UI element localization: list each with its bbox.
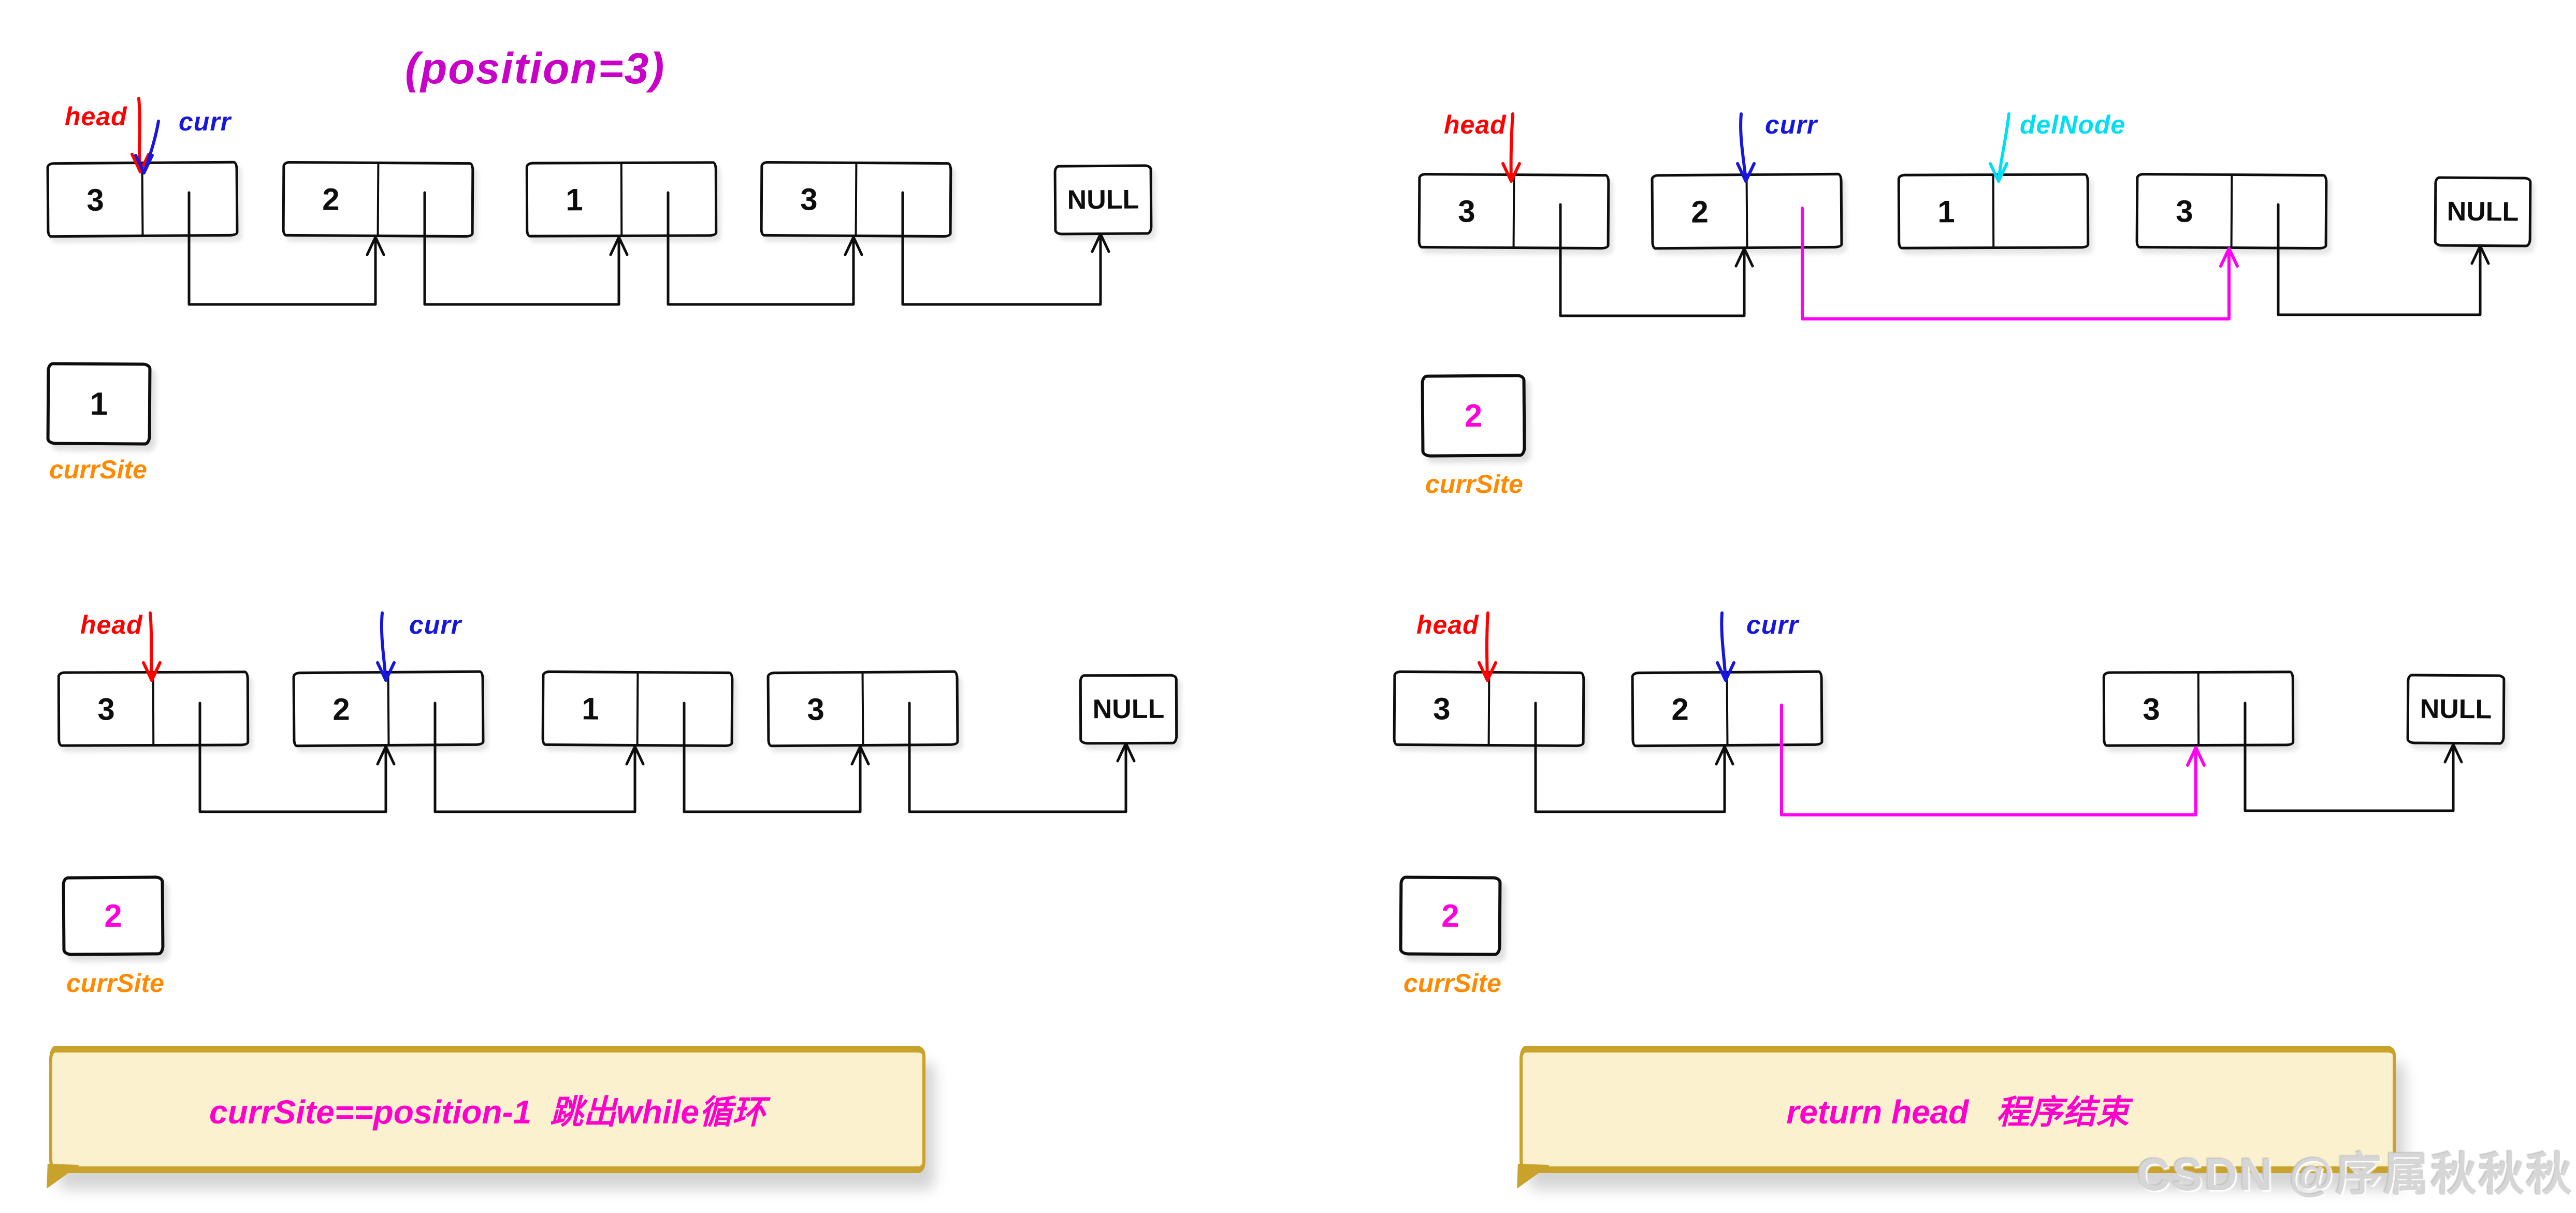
currsite-value: 2 [1441,898,1459,934]
curr-pointer-arrow [1720,611,1727,682]
list-node: 3 [57,670,250,747]
currsite-box: 2 [1421,374,1526,458]
next-arrow-head [1116,742,1136,763]
node-pointer-cell [1515,176,1608,247]
node-pointer-cell [1748,176,1841,246]
node-value: 3 [762,163,858,235]
node-pointer-cell [857,164,950,235]
node-value: 3 [2138,175,2233,247]
node-value: 2 [295,673,390,745]
next-arrow-head [1715,745,1734,766]
list-node: 2 [1651,172,1843,250]
caption-text: return head 程序结束 [1786,1093,2129,1131]
next-arrow-head [850,745,870,766]
next-arrow-head [844,236,863,256]
delnode-pointer-arrow [1997,112,2010,183]
head-pointer-arrow [1509,112,1514,183]
currsite-box: 2 [62,875,165,956]
node-pointer-cell [1994,176,2087,246]
list-node: 3 [1393,670,1585,748]
head-pointer-arrow [149,611,153,682]
curr-pointer-label: curr [179,107,231,136]
next-arrow-head [2470,244,2490,265]
next-arrow-head [609,236,629,256]
relink-arrow-head [2186,746,2206,767]
curr-pointer-label: curr [409,610,462,639]
null-terminator-box: NULL [2406,674,2506,745]
list-node: 3 [766,670,959,748]
list-node: 1 [525,161,718,238]
currsite-value: 1 [90,386,108,422]
node-pointer-cell [639,674,731,744]
node-value: 3 [1420,175,1515,247]
node-value: 2 [1653,176,1748,247]
currsite-box: 2 [1399,875,1502,956]
node-pointer-cell [143,164,236,235]
null-terminator-box: NULL [1053,164,1153,236]
delnode-pointer-label: delNode [2020,110,2126,139]
next-arrow-head [376,745,396,766]
currsite-value: 2 [1464,398,1483,434]
relink-arrow-head [2219,247,2239,268]
node-value: 3 [2105,673,2200,744]
caption-note-left: currSite==position-1 跳出while循环 [49,1046,925,1173]
caption-note-right: return head 程序结束 [1519,1046,2396,1173]
head-pointer-label: head [65,102,127,131]
currsite-label: currSite [1403,969,1501,998]
next-arrow-head [1734,247,1754,268]
currsite-label: currSite [49,455,147,484]
node-value: 3 [49,164,144,236]
list-node: 2 [292,670,485,748]
list-node: 2 [1631,670,1824,748]
node-pointer-cell [1728,673,1821,744]
list-node: 1 [1897,173,2090,250]
currsite-label: currSite [66,969,164,998]
node-pointer-cell [379,164,472,235]
node-value: 3 [1395,673,1490,744]
head-pointer-label: head [1416,610,1479,639]
csdn-watermark: CSDN @序属秋秋秋 [2137,1149,2574,1200]
head-pointer-label: head [1444,110,1507,139]
head-pointer-label: head [80,610,143,639]
curr-pointer-label: curr [1746,610,1799,639]
null-terminator-box: NULL [1079,674,1178,745]
node-pointer-cell [2199,673,2292,744]
node-pointer-cell [1490,674,1583,744]
node-pointer-cell [864,673,957,744]
page-title: (position=3) [405,44,665,93]
next-arrow-head [625,745,645,766]
list-node: 3 [760,160,952,238]
node-value: 3 [60,673,155,744]
node-pointer-cell [2233,176,2325,247]
currsite-box: 1 [46,362,152,446]
curr-pointer-arrow [1739,112,1747,183]
list-node: 3 [1417,172,1610,250]
next-arrow-head [1091,232,1110,253]
node-value: 2 [1633,673,1729,745]
list-node: 3 [46,160,239,238]
list-node: 3 [2135,172,2328,250]
node-pointer-cell [389,673,482,744]
node-value: 1 [1900,176,1995,247]
node-value: 2 [284,163,380,235]
list-node: 3 [2102,670,2295,747]
next-arrow-head [2443,743,2463,764]
null-terminator-box: NULL [2434,176,2532,247]
list-node: 1 [541,670,734,748]
list-node: 2 [282,160,474,238]
currsite-value: 2 [104,898,122,934]
head-pointer-arrow [1485,611,1489,682]
head-pointer-arrow [137,97,142,173]
node-value: 1 [544,673,639,744]
curr-pointer-arrow [380,611,387,682]
currsite-label: currSite [1425,470,1523,499]
node-value: 3 [769,673,864,745]
node-pointer-cell [623,164,715,235]
next-arrow-head [366,236,385,256]
node-value: 1 [528,164,623,235]
node-pointer-cell [154,673,247,744]
curr-pointer-label: curr [1765,110,1818,139]
caption-text: currSite==position-1 跳出while循环 [209,1093,765,1131]
